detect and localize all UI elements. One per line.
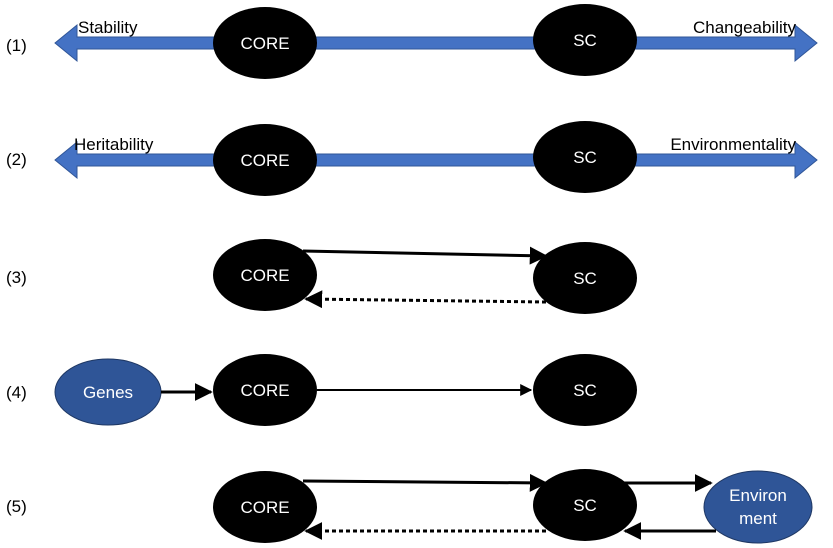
core-node bbox=[213, 239, 317, 311]
row-label-2: (2) bbox=[6, 150, 27, 169]
sc-to-core-dotted-arrow bbox=[304, 290, 547, 309]
core-to-sc-arrow bbox=[302, 246, 548, 265]
sc-node bbox=[533, 121, 637, 193]
environment-node-label-line2: ment bbox=[739, 509, 777, 528]
row-2: (2) Heritability Environmentality CORE S… bbox=[6, 121, 818, 196]
sc-node-label: SC bbox=[573, 381, 597, 400]
environment-node-label-line1: Environ bbox=[729, 486, 787, 505]
sc-node bbox=[533, 354, 637, 426]
core-node-label: CORE bbox=[240, 381, 289, 400]
sc-node-label: SC bbox=[573, 31, 597, 50]
row-label-5: (5) bbox=[6, 497, 27, 516]
environment-node bbox=[703, 470, 813, 544]
sc-node bbox=[533, 242, 637, 314]
sc-node-label: SC bbox=[573, 269, 597, 288]
stability-changeability-axis bbox=[54, 23, 818, 63]
core-node-label: CORE bbox=[240, 34, 289, 53]
core-node-label: CORE bbox=[240, 151, 289, 170]
core-node bbox=[213, 124, 317, 196]
row-label-4: (4) bbox=[6, 383, 27, 402]
core-node-label: CORE bbox=[240, 498, 289, 517]
heritability-environmentality-axis bbox=[54, 140, 818, 180]
axis-left-label-heritability: Heritability bbox=[74, 135, 154, 154]
axis-right-label-changeability: Changeability bbox=[693, 18, 797, 37]
core-to-sc-arrow bbox=[302, 473, 548, 492]
core-node-label: CORE bbox=[240, 266, 289, 285]
sc-node-label: SC bbox=[573, 148, 597, 167]
row-4: (4) Genes CORE SC bbox=[6, 354, 637, 426]
row-1: (1) Stability Changeability CORE SC bbox=[6, 4, 818, 79]
core-node bbox=[213, 7, 317, 79]
row-label-1: (1) bbox=[6, 36, 27, 55]
genes-node-label: Genes bbox=[83, 383, 133, 402]
sc-node bbox=[533, 469, 637, 541]
sc-node bbox=[533, 4, 637, 76]
axis-left-label-stability: Stability bbox=[78, 18, 138, 37]
core-node bbox=[213, 471, 317, 543]
core-node bbox=[213, 354, 317, 426]
row-label-3: (3) bbox=[6, 268, 27, 287]
row-3: (3) CORE SC bbox=[6, 239, 637, 314]
row-5: (5) CORE SC Environ ment bbox=[6, 469, 813, 544]
sc-node-label: SC bbox=[573, 496, 597, 515]
axis-right-label-environmentality: Environmentality bbox=[670, 135, 796, 154]
